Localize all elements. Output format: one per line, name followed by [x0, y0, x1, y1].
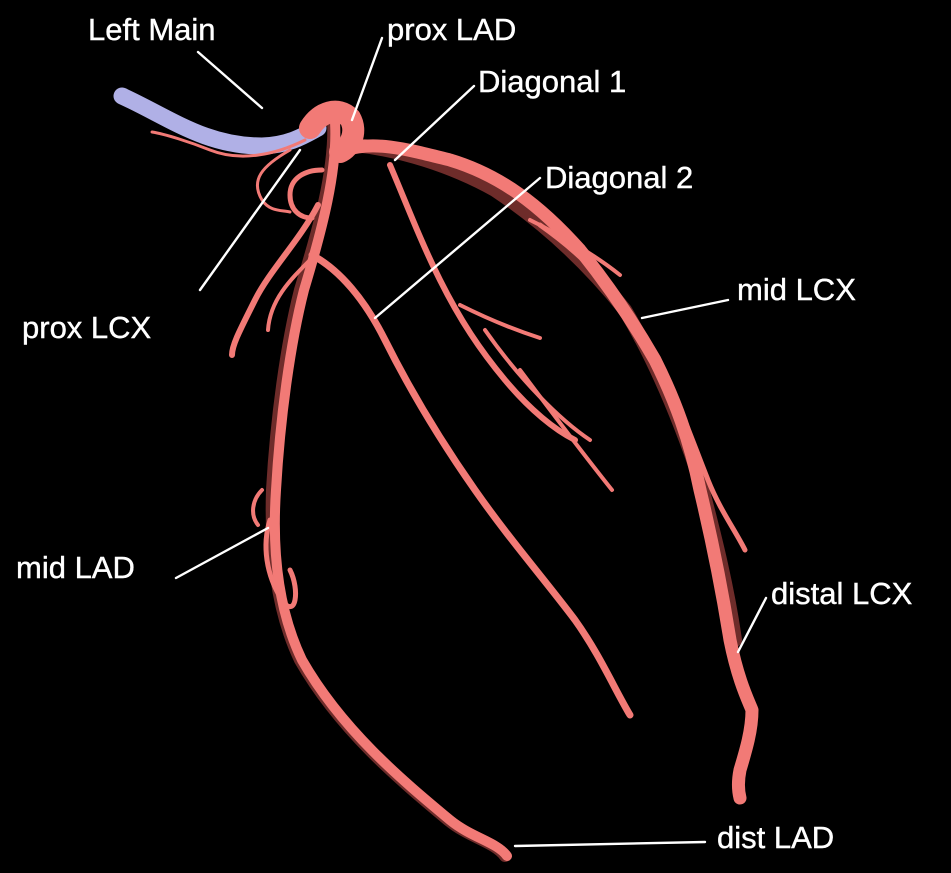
- label-prox-lcx: prox LCX: [22, 310, 152, 345]
- label-prox-lad: prox LAD: [387, 12, 516, 47]
- label-diagonal-2: Diagonal 2: [545, 160, 693, 195]
- label-dist-lad: dist LAD: [717, 820, 834, 855]
- label-left-main: Left Main: [88, 12, 216, 47]
- label-mid-lad: mid LAD: [16, 550, 135, 585]
- label-distal-lcx: distal LCX: [771, 576, 913, 611]
- label-mid-lcx: mid LCX: [737, 272, 856, 307]
- label-diagonal-1: Diagonal 1: [478, 64, 626, 99]
